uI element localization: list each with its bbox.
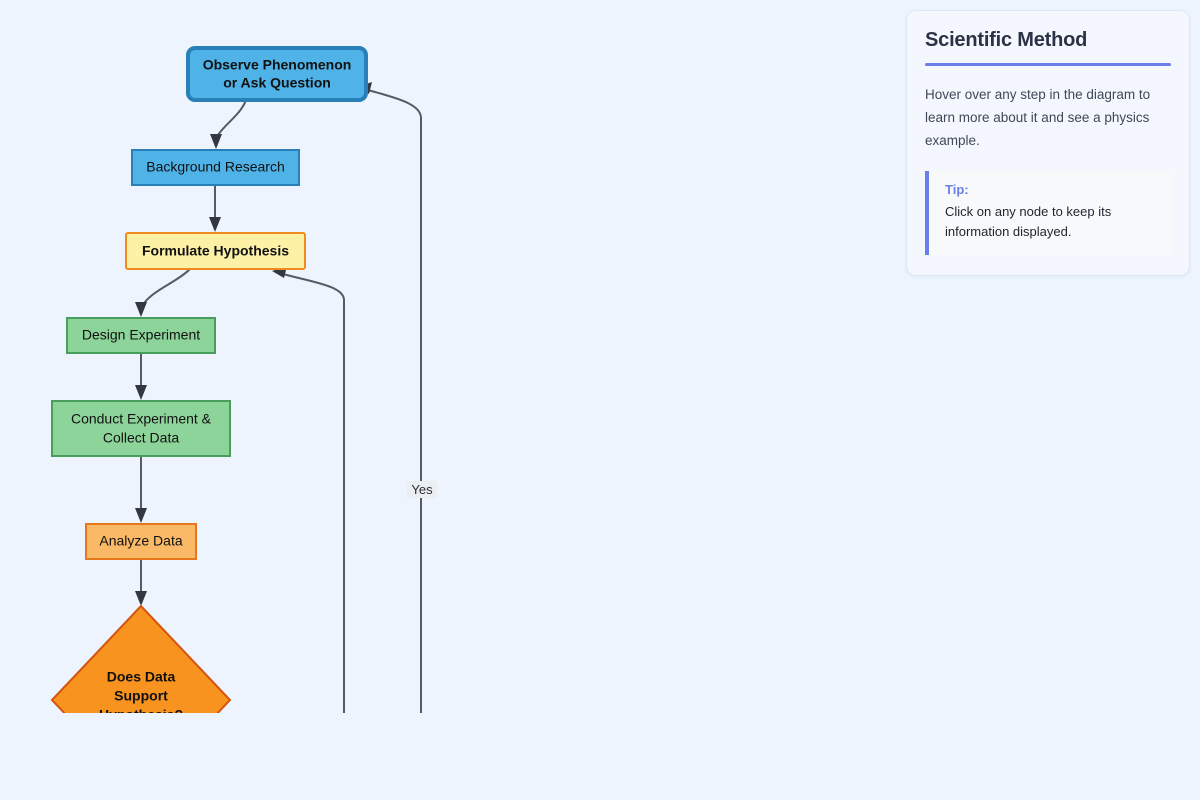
node-design-shape[interactable] [66, 317, 216, 354]
node-conduct-label-line1: Conduct Experiment & [71, 411, 212, 427]
node-decision-label-line1: Does Data [107, 669, 176, 685]
panel-title: Scientific Method [925, 29, 1088, 51]
edge-decision-to-hypothesis-return [272, 266, 345, 713]
node-observe-phenomenon[interactable]: Observe Phenomenon or Ask Question [186, 46, 368, 102]
node-analyze-data[interactable]: Analyze Data [85, 523, 197, 560]
edge-background-to-hypothesis [209, 185, 221, 232]
node-background-label: Background Research [146, 159, 285, 175]
node-decision-label-line2: Support [114, 688, 168, 704]
node-analyze-shape[interactable] [85, 523, 197, 560]
node-hypothesis-shape[interactable] [125, 232, 306, 270]
node-design-label: Design Experiment [82, 327, 200, 343]
node-conduct-label-line2: Collect Data [103, 430, 179, 446]
edge-label-yes: Yes [411, 482, 433, 497]
node-background-research[interactable]: Background Research [131, 149, 300, 186]
node-analyze-label: Analyze Data [99, 533, 182, 549]
node-observe-shape[interactable] [186, 46, 368, 102]
edge-hypothesis-to-design [135, 268, 191, 317]
flowchart-nodes: Observe Phenomenon or Ask Question Backg… [50, 46, 368, 713]
tip-label: Tip: [945, 181, 969, 197]
tip-text: Click on any node to keep its informatio… [945, 203, 1112, 239]
node-observe-label-line2: or Ask Question [223, 75, 331, 91]
edge-observe-to-background [210, 99, 247, 149]
panel-title-underline [925, 63, 1171, 66]
info-panel: Scientific Method Hover over any step in… [906, 10, 1190, 276]
node-conduct-shape[interactable] [51, 400, 231, 457]
node-design-experiment[interactable]: Design Experiment [66, 317, 216, 354]
flowchart-canvas: Yes Observe Phenomenon or Ask Question B… [50, 46, 437, 713]
flowchart-svg: Yes Observe Phenomenon or Ask Question B… [50, 46, 437, 713]
panel-description: Hover over any step in the diagram to le… [925, 87, 1151, 149]
node-formulate-hypothesis[interactable]: Formulate Hypothesis [125, 232, 306, 270]
edge-conduct-to-analyze [135, 456, 147, 523]
edge-decision-to-observe-yes: Yes [357, 82, 437, 713]
node-decision-supports-hypothesis[interactable]: Does Data Support Hypothesis? [50, 604, 232, 713]
node-background-shape[interactable] [131, 149, 300, 186]
node-decision-label-line3: Hypothesis? [99, 707, 183, 713]
node-conduct-experiment[interactable]: Conduct Experiment & Collect Data [51, 400, 231, 457]
node-hypothesis-label: Formulate Hypothesis [142, 243, 289, 259]
node-decision-shape[interactable] [50, 604, 232, 713]
edge-label-background [407, 481, 437, 498]
edge-design-to-conduct [135, 353, 147, 400]
node-observe-label-line1: Observe Phenomenon [203, 57, 352, 73]
tip-box: Tip: Click on any node to keep its infor… [925, 170, 1171, 255]
edge-analyze-to-decision [135, 559, 147, 606]
